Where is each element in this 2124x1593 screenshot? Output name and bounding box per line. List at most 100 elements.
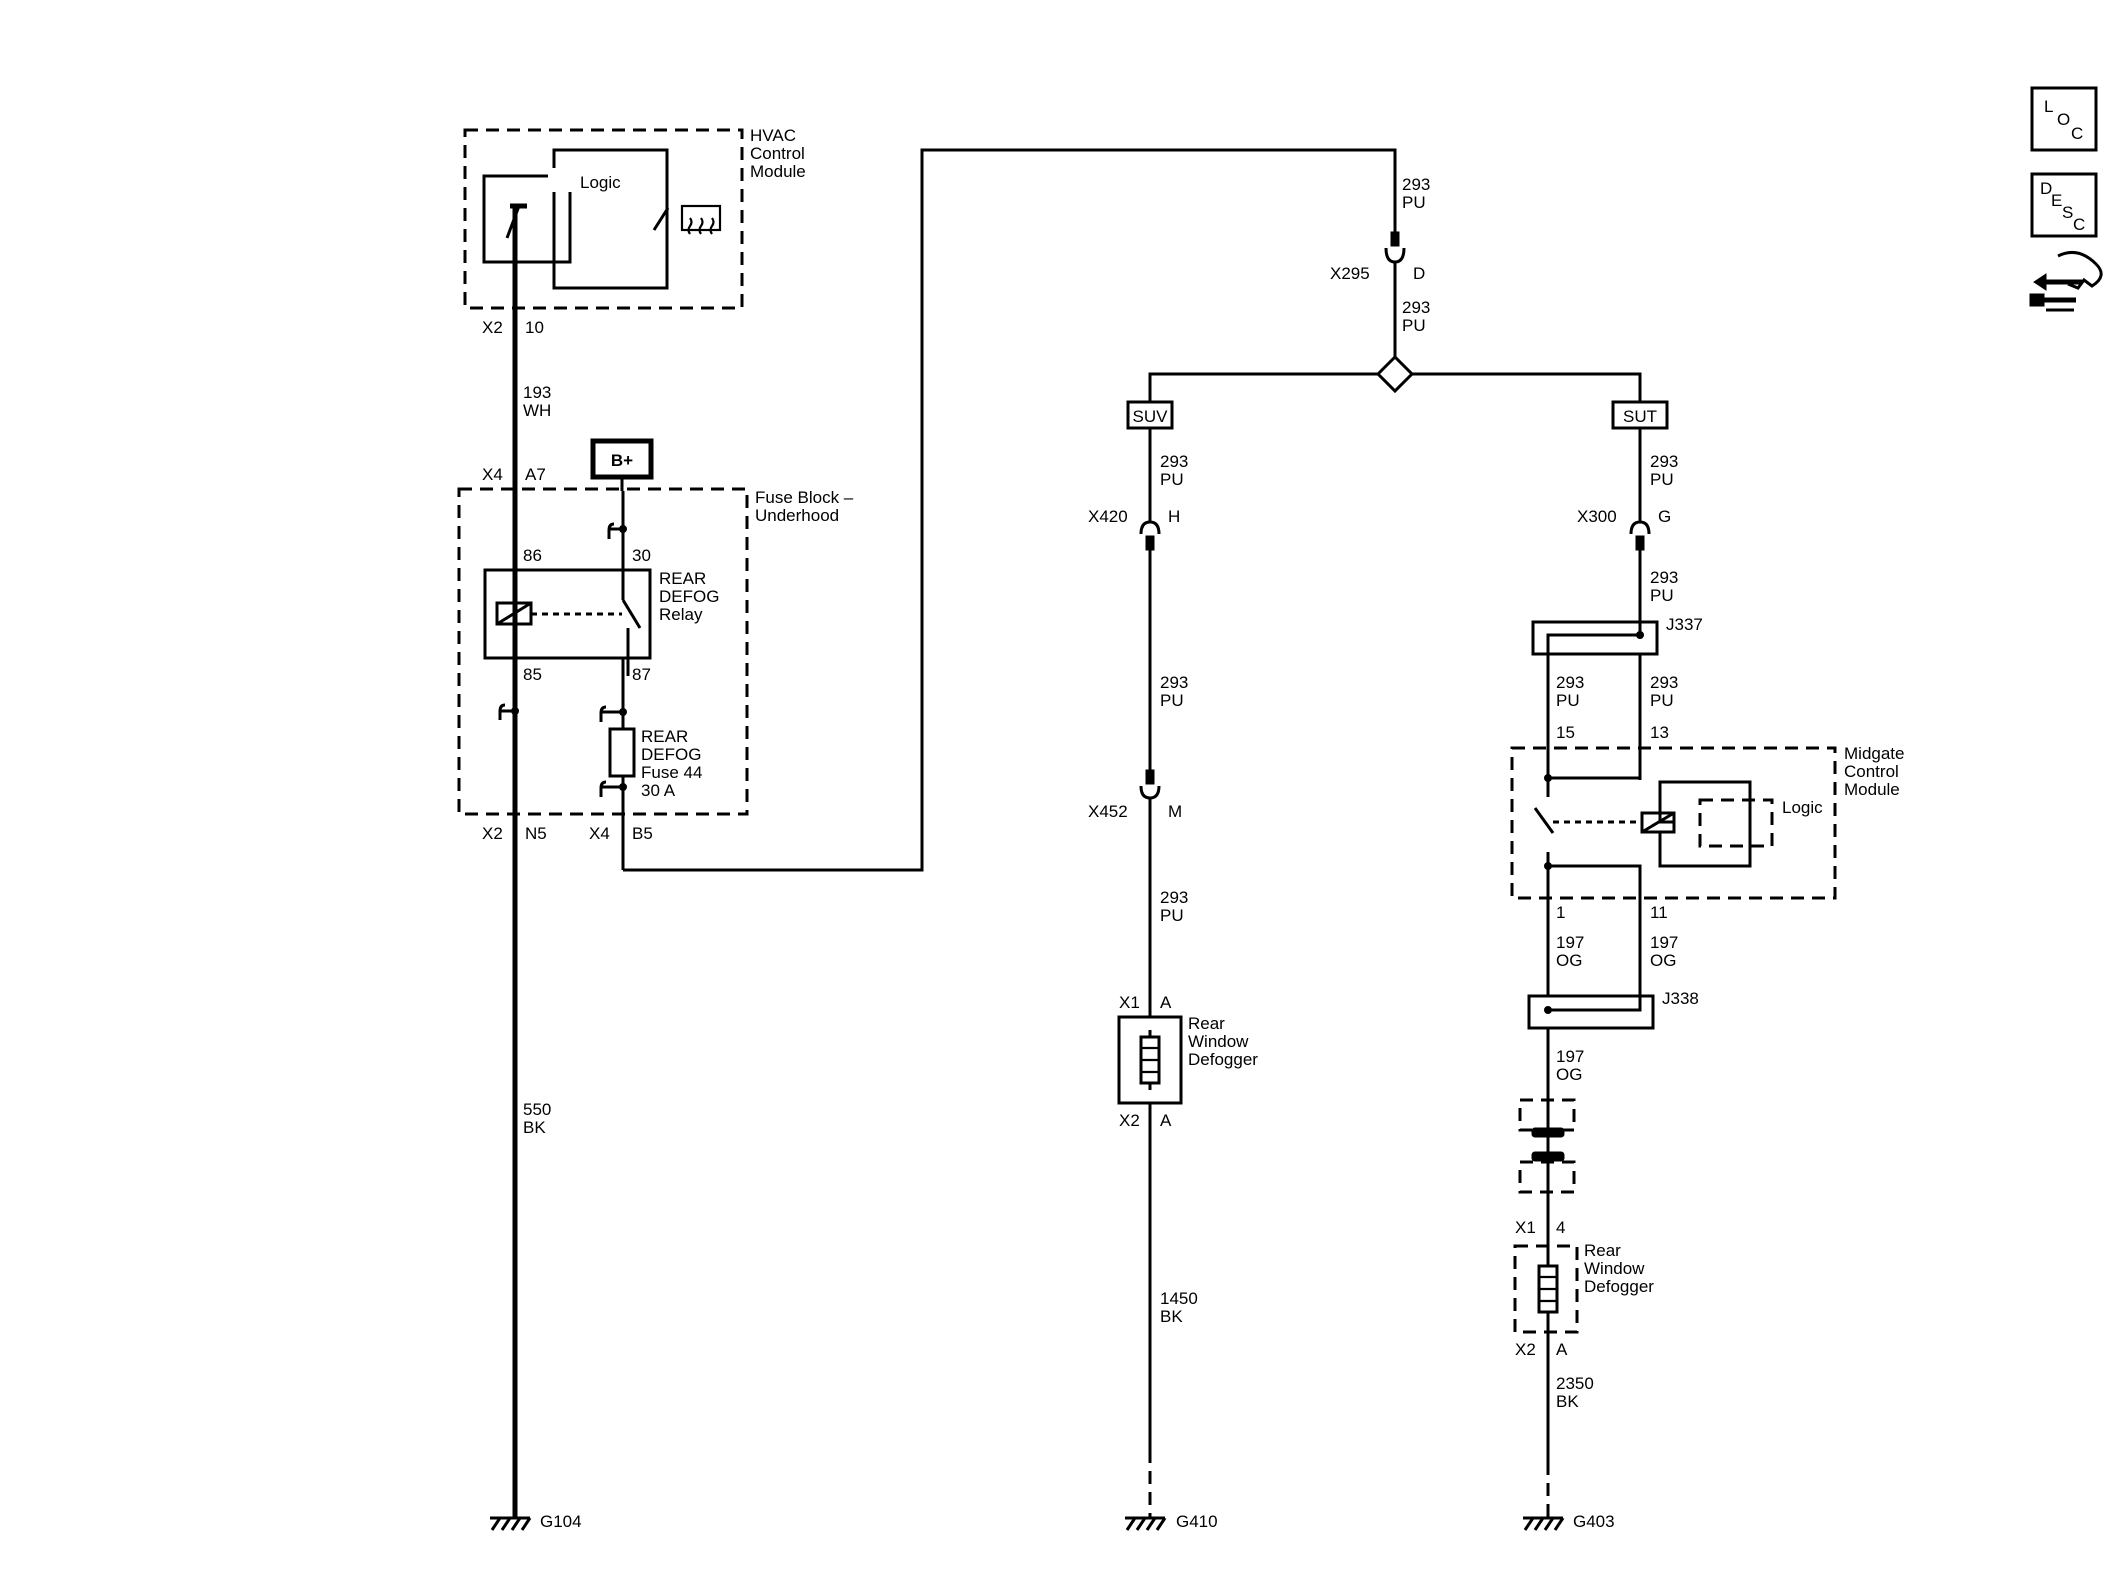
fuse-name-line3: Fuse 44: [641, 763, 702, 782]
sut-defogger-name-line1: Rear: [1584, 1241, 1621, 1260]
suv-branch: SUV 293 PU X420 H 293 PU X452 M 293 PU X…: [1088, 400, 1258, 1531]
connector-x295: [1384, 247, 1406, 264]
suv-defogger-pin-a-bot: A: [1160, 1111, 1172, 1130]
connector-x300-pin: G: [1658, 507, 1671, 526]
hvac-title-line3: Module: [750, 162, 806, 181]
connector-x300: [1629, 520, 1651, 535]
suv-wire-293-circuit-b: 293: [1160, 673, 1188, 692]
connector-x452-pin: M: [1168, 802, 1182, 821]
sut-defogger-name-line2: Window: [1584, 1259, 1645, 1278]
sut-wire-293-color-d: PU: [1650, 691, 1674, 710]
wire-550-color: BK: [523, 1118, 546, 1137]
suv-defogger-x1: X1: [1119, 993, 1140, 1012]
suv-defogger-name-line3: Defogger: [1188, 1050, 1258, 1069]
relay-name-line1: REAR: [659, 569, 706, 588]
fuse-name-line2: DEFOG: [641, 745, 701, 764]
ground-g104-label: G104: [540, 1512, 582, 1531]
ground-g410-icon: [1125, 1516, 1167, 1531]
desc-icon[interactable]: D E S C: [2030, 172, 2098, 238]
suv-rear-window-defogger: [1117, 1015, 1183, 1105]
midgate-title-line2: Control: [1844, 762, 1899, 781]
wire-feed-293: [623, 148, 1397, 872]
sut-wire-197-color-a: OG: [1556, 951, 1582, 970]
connector-x4b-label: X4: [589, 824, 610, 843]
wire-2350-color: BK: [1556, 1392, 1579, 1411]
connector-x2-label: X2: [482, 824, 503, 843]
desc-icon-e: E: [2051, 191, 2062, 210]
connector-end-view-icon[interactable]: [2029, 250, 2103, 312]
splice-j338-label: J338: [1662, 989, 1699, 1008]
desc-icon-s: S: [2062, 203, 2073, 222]
heater-grid-icon: [680, 204, 722, 235]
battery-plus-badge: B+: [590, 438, 654, 480]
sut-branch: SUT 293 PU X300 G 293 PU J337 293 PU 293…: [1510, 400, 1904, 1531]
sut-rear-window-defogger: [1513, 1236, 1579, 1342]
midgate-pin-1: 1: [1556, 903, 1565, 922]
suv-defogger-pin-a-top: A: [1160, 993, 1172, 1012]
pin-b5-label: B5: [632, 824, 653, 843]
hvac-title-line1: HVAC: [750, 126, 796, 145]
wire-293-circuit-top: 293: [1402, 175, 1430, 194]
option-splice-diamond: [1375, 354, 1415, 394]
wire-1450-circuit: 1450: [1160, 1289, 1198, 1308]
fuse-block-underhood: X4 A7 B+ Fuse Block – Underhood 86 30 RE…: [457, 438, 854, 870]
suv-wire-293-color-c: PU: [1160, 906, 1184, 925]
wire-2350-circuit: 2350: [1556, 1374, 1594, 1393]
suv-wire-293-circuit-c: 293: [1160, 888, 1188, 907]
relay-name-line2: DEFOG: [659, 587, 719, 606]
connector-x4-label: X4: [482, 465, 503, 484]
sut-wire-197-color-c: OG: [1556, 1065, 1582, 1084]
loc-icon-o: O: [2057, 110, 2070, 129]
hvac-title-line2: Control: [750, 144, 805, 163]
loc-icon-c: C: [2071, 124, 2083, 143]
pin-n5-label: N5: [525, 824, 547, 843]
rear-defog-fuse-44: [608, 727, 636, 778]
loc-icon-l: L: [2044, 97, 2053, 116]
sut-wire-197-circuit-b: 197: [1650, 933, 1678, 952]
midgate-pin-15: 15: [1556, 723, 1575, 742]
connector-x452: [1139, 785, 1161, 800]
fuse-name-line1: REAR: [641, 727, 688, 746]
bplus-label: B+: [611, 451, 633, 470]
option-sut-label: SUT: [1623, 407, 1657, 426]
sut-wire-293-color-a: PU: [1650, 470, 1674, 489]
splice-pack-j338: [1527, 994, 1655, 1030]
wire-1450-color: BK: [1160, 1307, 1183, 1326]
connector-x300-name: X300: [1577, 507, 1617, 526]
hvac-logic-label: Logic: [580, 173, 621, 192]
connector-x420: [1139, 520, 1161, 535]
rear-defog-relay: [483, 568, 652, 660]
hvac-connector-label: X2: [482, 318, 503, 337]
relay-pin-87: 87: [632, 665, 651, 684]
sut-wire-293-color-b: PU: [1650, 586, 1674, 605]
midgate-logic-label: Logic: [1782, 798, 1823, 817]
wire-293-circuit-mid: 293: [1402, 298, 1430, 317]
midgate-control-module: [1510, 746, 1837, 900]
connector-x295-pin: D: [1413, 264, 1425, 283]
hvac-pin-label: 10: [525, 318, 544, 337]
sut-defogger-x1: X1: [1515, 1218, 1536, 1237]
loc-icon[interactable]: L O C: [2030, 86, 2098, 152]
splice-j337-label: J337: [1666, 615, 1703, 634]
sut-wire-197-color-b: OG: [1650, 951, 1676, 970]
suv-wire-293-color-a: PU: [1160, 470, 1184, 489]
inline-connector-pair: [1518, 1098, 1576, 1194]
fuse-rating: 30 A: [641, 781, 676, 800]
suv-wire-293-circuit-a: 293: [1160, 452, 1188, 471]
sut-wire-293-circuit-a: 293: [1650, 452, 1678, 471]
ground-g403-icon: [1523, 1516, 1565, 1531]
fuse-block-title-line1: Fuse Block –: [755, 488, 854, 507]
ground-g403-label: G403: [1573, 1512, 1615, 1531]
desc-icon-d: D: [2040, 179, 2052, 198]
connector-x420-name: X420: [1088, 507, 1128, 526]
sut-defogger-pin-4: 4: [1556, 1218, 1565, 1237]
suv-defogger-x2: X2: [1119, 1111, 1140, 1130]
sut-defogger-x2: X2: [1515, 1340, 1536, 1359]
fuse-block-title-line2: Underhood: [755, 506, 839, 525]
midgate-pin-11: 11: [1650, 903, 1668, 922]
desc-icon-c: C: [2073, 215, 2085, 234]
sut-wire-293-circuit-c: 293: [1556, 673, 1584, 692]
connector-x452-name: X452: [1088, 802, 1128, 821]
pin-a7-label: A7: [525, 465, 546, 484]
